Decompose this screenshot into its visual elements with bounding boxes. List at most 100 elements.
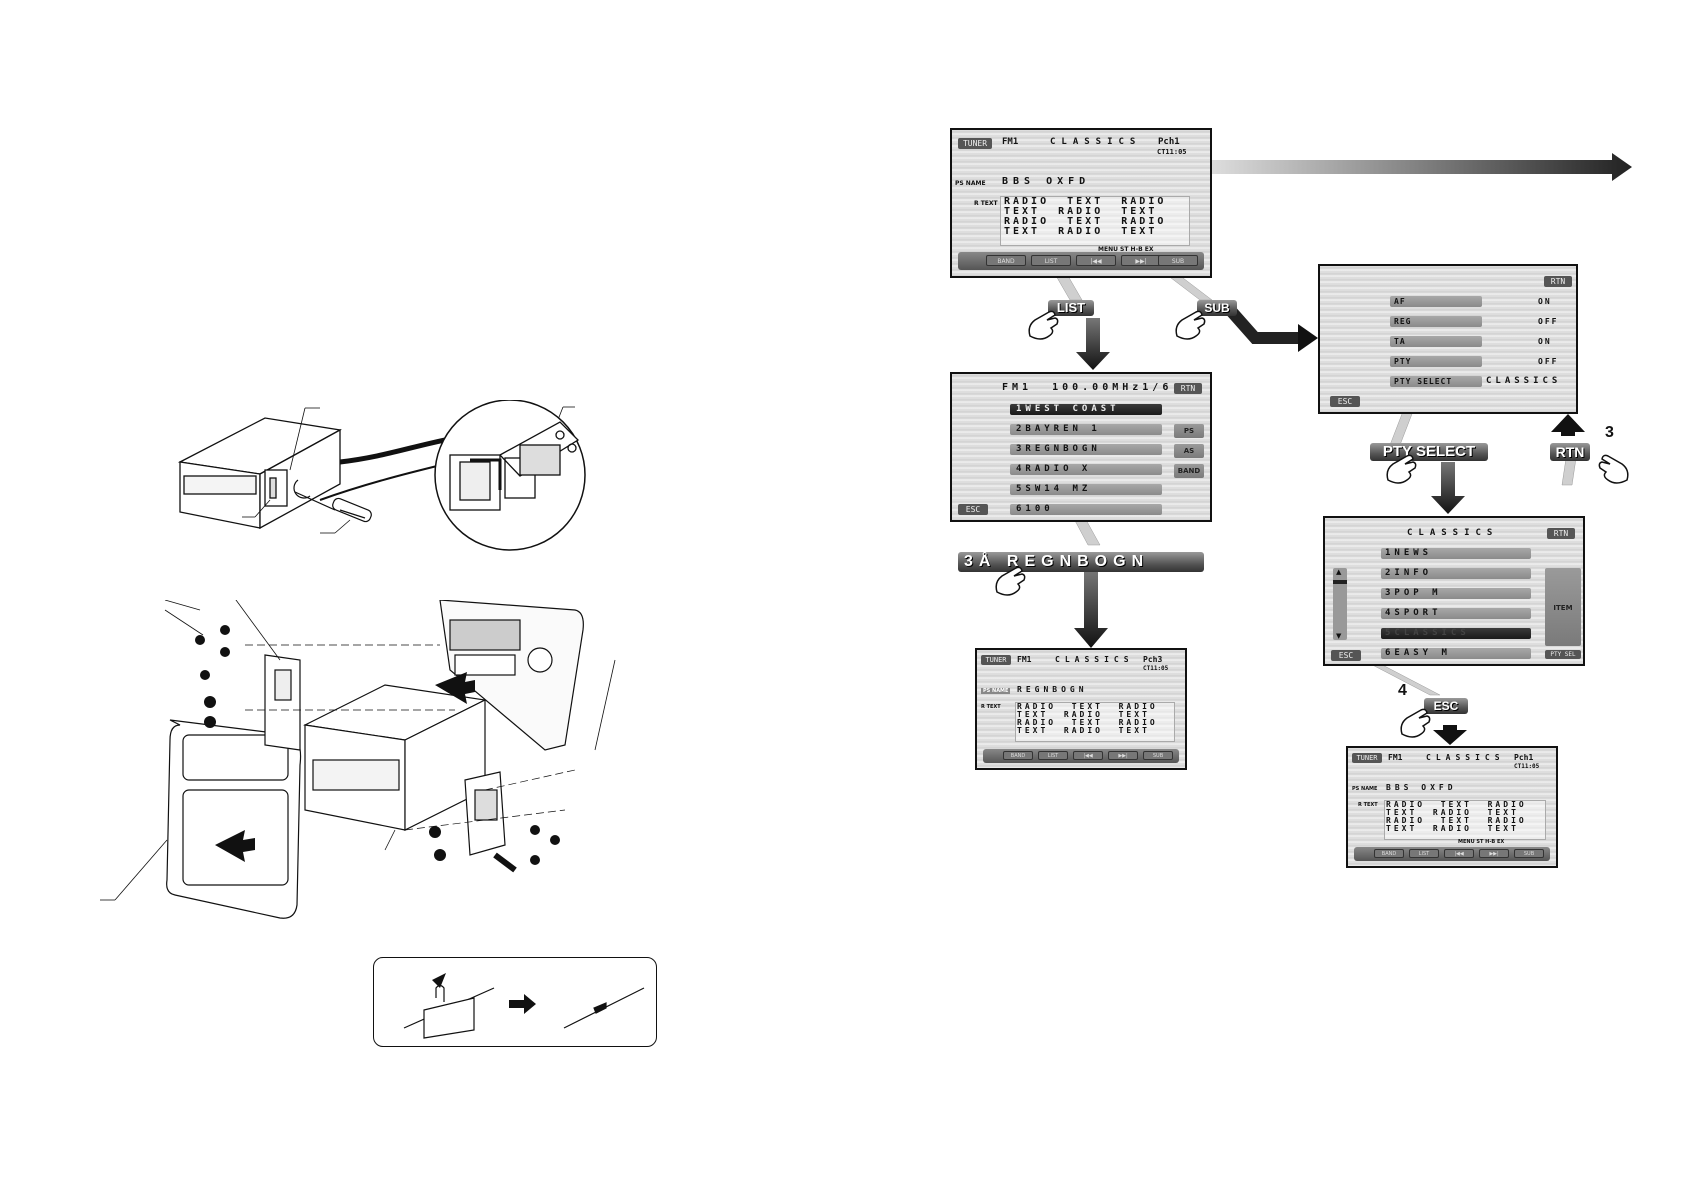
source-tag: TUNER — [1352, 753, 1382, 763]
item-button-label: ITEM — [1553, 604, 1573, 612]
list-button[interactable]: LIST — [1038, 751, 1068, 760]
scroll-track[interactable] — [1333, 568, 1347, 640]
pty-item-label: 6EASY M — [1385, 648, 1451, 658]
prev-button[interactable]: |◀◀ — [1073, 751, 1103, 760]
station-label: 5SW14 MZ — [1016, 484, 1092, 494]
station-label: 4RADIO X — [1016, 464, 1092, 474]
rtn-callout[interactable]: RTN — [1550, 443, 1590, 461]
station-list-screen: FM1 100.00MHz1/6 RTN 1WEST COAST 2BAYREN… — [950, 372, 1212, 522]
station-row[interactable] — [1010, 444, 1162, 455]
pty-screen-title: CLASSICS — [1407, 528, 1499, 538]
station-row[interactable] — [1010, 504, 1162, 515]
station-row[interactable] — [1010, 404, 1162, 415]
scroll-up-icon[interactable]: ▲ — [1336, 568, 1342, 576]
rtn-button[interactable]: RTN — [1544, 276, 1572, 287]
pty-item[interactable] — [1381, 648, 1531, 659]
pty-item[interactable] — [1381, 608, 1531, 619]
ps-name-label: PS NAME — [955, 180, 986, 187]
scroll-thumb[interactable] — [1333, 580, 1347, 584]
rt-line-1: RADIO TEXT RADIO — [1386, 800, 1527, 809]
next-button[interactable]: ▶▶| — [1108, 751, 1138, 760]
ps-button[interactable]: PS — [1174, 424, 1204, 438]
radio-text-box — [1384, 800, 1546, 840]
hand-pointer-icon — [1598, 454, 1629, 484]
rtn-button[interactable]: RTN — [1547, 528, 1575, 539]
ps-name: BBS OXFD — [1002, 176, 1091, 187]
sub-item-value: ON — [1538, 337, 1552, 346]
sub-button[interactable]: SUB — [1158, 255, 1198, 266]
sub-button[interactable]: SUB — [1143, 751, 1173, 760]
pty-item-label: 4SPORT — [1385, 608, 1442, 618]
station-row[interactable] — [1010, 484, 1162, 495]
tuner-final-screen: TUNER FM1 CLASSICS Pch1 CT11:05 PS NAME … — [1346, 746, 1558, 868]
pty-item-label: 1NEWS — [1385, 548, 1433, 558]
rtn-button[interactable]: RTN — [1174, 383, 1202, 394]
band-button[interactable]: BAND — [1374, 849, 1404, 858]
status-line: MENU ST H-B EX — [1458, 839, 1505, 845]
rt-line-3: RADIO TEXT RADIO — [1017, 718, 1158, 727]
pty-item[interactable] — [1381, 628, 1531, 639]
rt-label: R TEXT — [981, 704, 1001, 710]
next-button[interactable]: ▶▶| — [1121, 255, 1161, 266]
detail-inset — [373, 957, 657, 1047]
station-label: 3REGNBOGN — [1016, 444, 1101, 454]
pty-item-label: 2INFO — [1385, 568, 1433, 578]
unit-removal-illustration — [177, 400, 586, 551]
sub-button[interactable]: SUB — [1514, 849, 1544, 858]
sub-item-label: AF — [1394, 297, 1406, 306]
sub-item-reg[interactable] — [1390, 316, 1482, 327]
prev-button[interactable]: |◀◀ — [1444, 849, 1474, 858]
source-tag: TUNER — [981, 655, 1011, 665]
esc-button[interactable]: ESC — [1330, 396, 1360, 407]
band-button[interactable]: BAND — [1003, 751, 1033, 760]
source-tag: TUNER — [958, 138, 992, 149]
pty-item[interactable] — [1381, 588, 1531, 599]
band-button[interactable]: BAND — [986, 255, 1026, 266]
preset-label: Pch1 — [1514, 753, 1534, 762]
pty-item[interactable] — [1381, 548, 1531, 559]
clock: CT11:05 — [1157, 148, 1187, 156]
sub-item-value: OFF — [1538, 317, 1559, 326]
sub-item-ta[interactable] — [1390, 336, 1482, 347]
station-label: 1WEST COAST — [1016, 404, 1120, 414]
tuner-main-screen: TUNER FM1 CLASSICS Pch1 CT11:05 PS NAME … — [950, 128, 1212, 278]
rt-line-1: RADIO TEXT RADIO — [1017, 702, 1158, 711]
list-button[interactable]: LIST — [1031, 255, 1071, 266]
pty-item[interactable] — [1381, 568, 1531, 579]
hand-pointer-icon — [995, 566, 1026, 596]
esc-button[interactable]: ESC — [1331, 650, 1361, 661]
rt-line-3: RADIO TEXT RADIO — [1386, 816, 1527, 825]
sub-item-value: CLASSICS — [1486, 376, 1562, 386]
scroll-down-icon[interactable]: ▼ — [1336, 632, 1342, 640]
item-button[interactable]: ITEM — [1545, 568, 1581, 646]
list-header: FM1 100.00MHz1/6 — [1002, 382, 1173, 393]
status-line: MENU ST H-B EX — [1098, 246, 1154, 253]
button-bar: BAND LIST |◀◀ ▶▶| SUB — [958, 252, 1204, 270]
as-button[interactable]: AS — [1174, 444, 1204, 458]
sub-callout[interactable]: SUB — [1197, 300, 1237, 316]
station-row[interactable] — [1010, 464, 1162, 475]
preset-label: Pch3 — [1143, 655, 1163, 664]
next-button[interactable]: ▶▶| — [1479, 849, 1509, 858]
ps-name-label: PS NAME — [981, 688, 1011, 694]
list-callout[interactable]: LIST — [1048, 300, 1094, 316]
radio-text-box — [1000, 196, 1190, 246]
sub-item-pty-select[interactable] — [1390, 376, 1482, 387]
ps-name-label: PS NAME — [1352, 786, 1378, 792]
esc-callout[interactable]: ESC — [1424, 698, 1468, 714]
band-button[interactable]: BAND — [1174, 464, 1204, 478]
prev-button[interactable]: |◀◀ — [1076, 255, 1116, 266]
sub-item-pty[interactable] — [1390, 356, 1482, 367]
rt-label: R TEXT — [974, 200, 998, 207]
hand-pointer-icon — [1386, 454, 1417, 484]
sub-item-af[interactable] — [1390, 296, 1482, 307]
step-number-4: 4 — [1398, 682, 1407, 699]
list-button[interactable]: LIST — [1409, 849, 1439, 858]
rt-line-4: TEXT RADIO TEXT — [1004, 226, 1158, 237]
pty-sel-button[interactable]: PTY SEL — [1545, 650, 1581, 659]
rt-line-1: RADIO TEXT RADIO — [1004, 196, 1167, 207]
rt-line-2: TEXT RADIO TEXT — [1386, 808, 1519, 817]
sub-item-value: ON — [1538, 297, 1552, 306]
esc-button[interactable]: ESC — [958, 504, 988, 515]
station-row[interactable] — [1010, 424, 1162, 435]
